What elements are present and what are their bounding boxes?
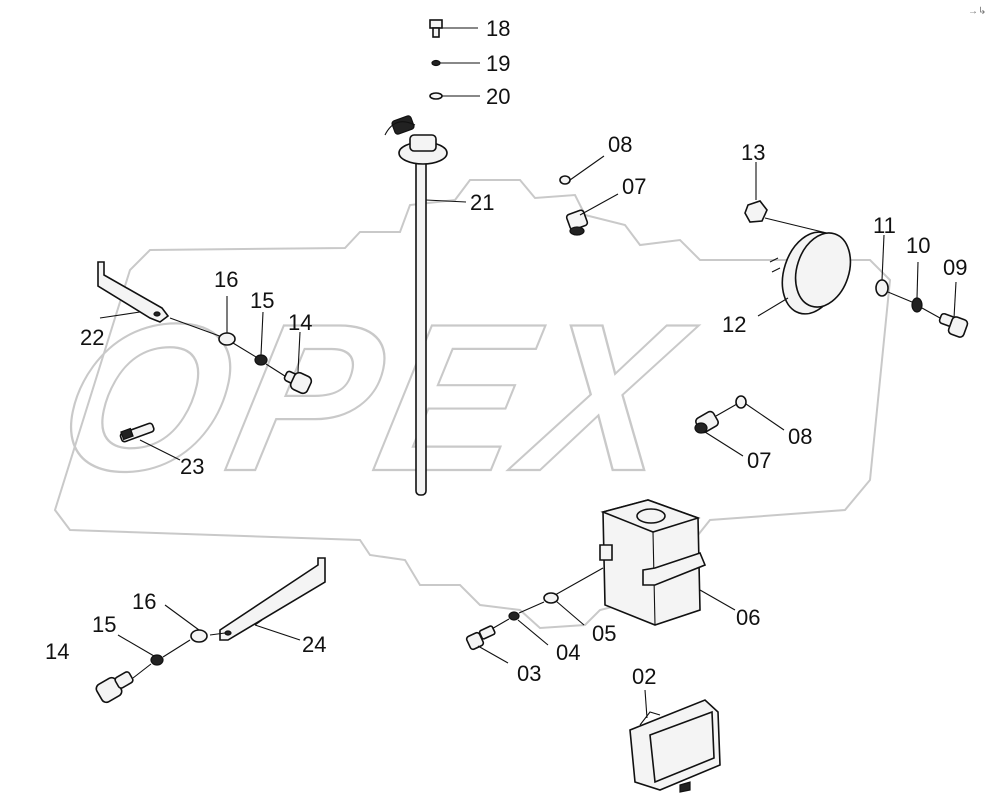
part-20-washer-icon <box>429 92 443 100</box>
part-03-bolt-icon <box>465 625 496 651</box>
watermark-text: OPEX <box>41 280 710 514</box>
label-22: 22 <box>80 325 104 350</box>
label-12: 12 <box>722 312 746 337</box>
part-18-screw-icon <box>429 19 443 38</box>
label-13: 13 <box>741 140 765 165</box>
part-13-nut-icon <box>744 200 768 223</box>
part-23-switch-icon <box>119 422 155 443</box>
part-06-box-icon <box>599 499 707 626</box>
label-06: 06 <box>736 605 760 630</box>
part-12-lamp-icon <box>769 231 852 315</box>
label-10: 10 <box>906 233 930 258</box>
label-15-lower: 15 <box>92 612 116 637</box>
part-22-bracket-icon <box>97 261 170 323</box>
part-16-washer-icon-a <box>218 332 236 346</box>
label-03: 03 <box>517 661 541 686</box>
part-04-lock-washer-icon <box>508 611 520 621</box>
label-20: 20 <box>486 84 510 109</box>
label-02: 02 <box>632 664 656 689</box>
part-05-washer-icon <box>543 592 559 604</box>
label-18: 18 <box>486 16 510 41</box>
label-15-upper: 15 <box>250 288 274 313</box>
label-21: 21 <box>470 190 494 215</box>
leader-lines <box>99 27 957 719</box>
label-11: 11 <box>873 213 896 238</box>
part-15-lock-washer-icon-a <box>254 354 268 366</box>
label-07-lower: 07 <box>747 448 771 473</box>
label-16-lower: 16 <box>132 589 156 614</box>
part-08-washer-icon-a <box>559 175 571 185</box>
part-02-housing-icon <box>629 699 721 793</box>
part-21-fuel-level-sender-icon <box>384 115 448 496</box>
part-10-lock-washer-icon <box>911 297 923 313</box>
part-14-bolt-icon-b <box>95 671 134 704</box>
part-24-bracket-icon <box>219 557 326 641</box>
label-19: 19 <box>486 51 510 76</box>
part-16-washer-icon-b <box>190 629 208 643</box>
part-09-bolt-icon <box>938 312 969 338</box>
label-24: 24 <box>302 632 326 657</box>
label-16-upper: 16 <box>214 267 238 292</box>
label-08-upper: 08 <box>608 132 632 157</box>
part-15-lock-washer-icon-b <box>150 654 164 666</box>
watermark-gear-outline <box>53 179 892 630</box>
part-07-nut-icon-a <box>565 209 589 236</box>
watermark: OPEX <box>40 179 892 630</box>
label-09: 09 <box>943 255 967 280</box>
label-07-upper: 07 <box>622 174 646 199</box>
label-23: 23 <box>180 454 204 479</box>
label-08-lower: 08 <box>788 424 812 449</box>
part-14-bolt-icon-a <box>283 370 313 395</box>
part-labels: 18 19 20 21 08 07 13 11 10 09 12 16 15 1… <box>45 16 967 689</box>
corner-mark: →↳ <box>968 6 986 17</box>
label-04: 04 <box>556 640 580 665</box>
label-14-upper: 14 <box>288 310 312 335</box>
part-07-nut-icon-b <box>694 410 719 434</box>
part-08-washer-icon-b <box>735 395 747 409</box>
label-05: 05 <box>592 621 616 646</box>
label-14-lower: 14 <box>45 639 69 664</box>
part-11-washer-icon <box>875 279 889 297</box>
part-19-washer-icon <box>431 59 441 67</box>
